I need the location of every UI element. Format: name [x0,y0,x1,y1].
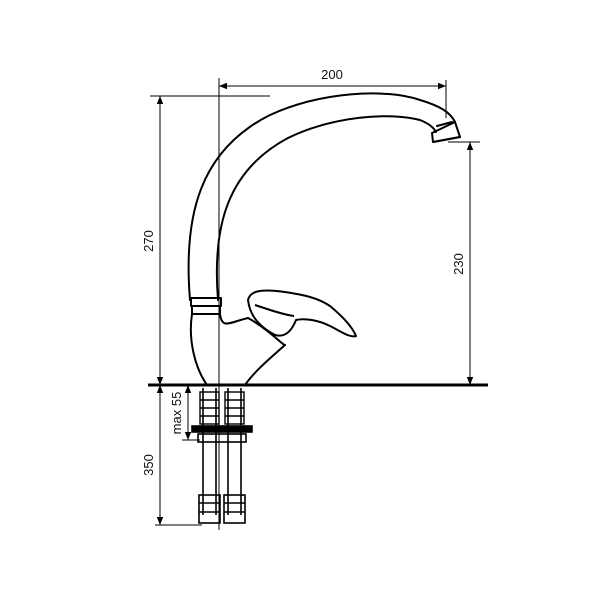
dimension-max-deck: max 55 [169,385,200,441]
dimension-spout-reach: 200 [219,67,447,118]
label-spout-reach: 200 [321,67,343,82]
label-below-deck: 350 [141,454,156,476]
lever-handle [247,289,357,338]
dimension-overall-height: 270 [141,95,270,385]
dimension-below-deck: 350 [141,385,202,526]
label-overall-height: 270 [141,230,156,252]
label-max-deck: max 55 [169,392,184,435]
label-outlet-height: 230 [451,253,466,275]
supply-hoses [191,388,253,524]
faucet-body [187,92,461,386]
dimension-outlet-height: 230 [448,141,480,385]
